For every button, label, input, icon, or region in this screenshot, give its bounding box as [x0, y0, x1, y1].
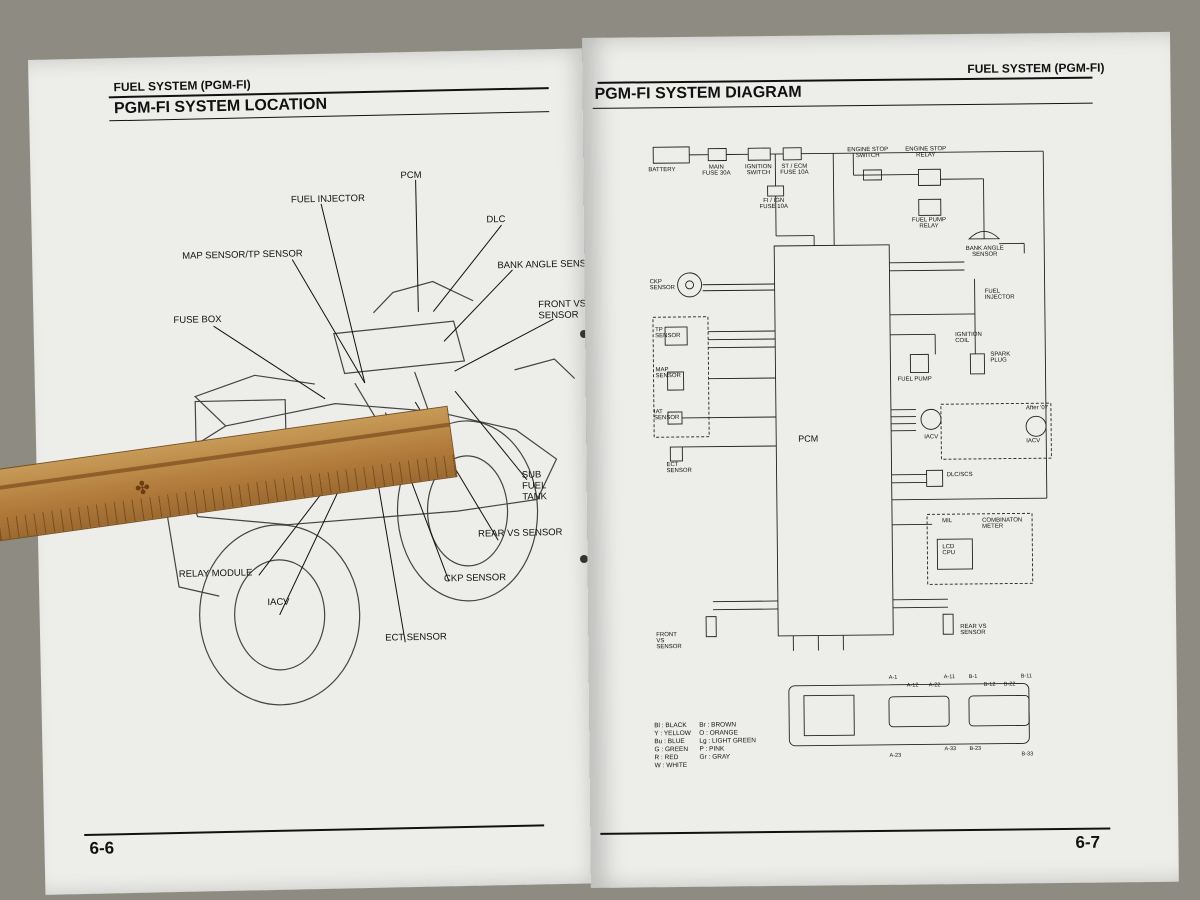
label-spark-plug: SPARK PLUG — [990, 351, 1011, 364]
ruler-logo-icon: ✤ — [133, 476, 152, 499]
page-number: 6-7 — [1075, 832, 1101, 852]
binding-hole — [580, 555, 588, 563]
pin-a1: A-1 — [888, 674, 898, 681]
label-iat-sensor: IAT SENSOR — [653, 409, 680, 422]
pin-b12: B-12 — [983, 681, 996, 688]
callout-ect-sensor: ECT SENSOR — [385, 631, 447, 644]
pin-a33: A-33 — [944, 746, 957, 753]
pin-a12: A-12 — [906, 682, 919, 689]
wiring-diagram: PCM — [652, 146, 1052, 747]
callout-fuel-injector: FUEL INJECTOR — [290, 192, 365, 206]
callout-front-vs-sensor: FRONT VS SENSOR — [538, 298, 587, 322]
label-rear-vs-sensor: REAR VS SENSOR — [960, 623, 987, 637]
callout-pcm: PCM — [400, 169, 422, 182]
page-number: 6-6 — [89, 838, 115, 858]
label-bank-angle-sensor: BANK ANGLE SENSOR — [965, 245, 1004, 258]
label-front-vs-sensor: FRONT VS SENSOR — [656, 632, 682, 651]
binding-hole — [580, 330, 588, 338]
right-page: FUEL SYSTEM (PGM-FI) PGM-FI SYSTEM DIAGR… — [582, 31, 1179, 888]
legend-row: W : WHITE — [654, 761, 688, 770]
label-st-ecm-fuse: ST / ECM FUSE 10A — [780, 163, 809, 176]
pin-b11: B-11 — [1020, 673, 1032, 680]
label-fuel-injector: FUEL INJECTOR — [984, 288, 1015, 301]
callout-ckp-sensor: CKP SENSOR — [443, 572, 507, 585]
pcm-label: PCM — [798, 434, 818, 444]
label-lcd-cpu: LCD CPU — [942, 544, 956, 557]
label-iacv-after: After '07 — [1025, 405, 1049, 412]
label-dlc-scs: DLC/SCS — [946, 471, 973, 479]
pin-a22: A-22 — [928, 682, 941, 689]
label-fi-ign-fuse: FI / IGN FUSE 10A — [759, 197, 788, 211]
pin-b33: B-33 — [1021, 751, 1034, 758]
callout-iacv: IACV — [267, 596, 290, 609]
label-fuel-pump: FUEL PUMP — [897, 376, 932, 383]
label-ignition-coil: IGNITION COIL — [955, 331, 982, 345]
pin-a11: A-11 — [943, 674, 955, 681]
label-ignition-switch: IGNITION SWITCH — [744, 164, 772, 177]
label-ect-sensor: ECT SENSOR — [666, 462, 692, 475]
callout-sub-fuel-tank: SUB FUEL TANK — [521, 469, 548, 503]
label-tp-sensor: TP SENSOR — [655, 327, 681, 340]
label-map-sensor: MAP SENSOR — [655, 367, 681, 380]
callout-fuse-box: FUSE BOX — [173, 314, 222, 327]
label-engine-stop-switch: ENGINE STOP SWITCH — [847, 146, 889, 160]
label-fuel-pump-relay: FUEL PUMP RELAY — [911, 217, 947, 230]
label-engine-stop-relay: ENGINE STOP RELAY — [905, 146, 947, 159]
callout-rear-vs-sensor: REAR VS SENSOR — [477, 526, 563, 540]
label-iacv: IACV — [924, 434, 939, 441]
label-iacv-2: IACV — [1026, 438, 1041, 445]
label-mil: MIL — [942, 518, 953, 525]
label-main-fuse: MAIN FUSE 30A — [702, 164, 731, 177]
pin-b1: B-1 — [968, 673, 978, 680]
callout-dlc: DLC — [486, 214, 506, 226]
label-ckp-sensor: CKP SENSOR — [649, 279, 675, 292]
label-battery: BATTERY — [648, 167, 676, 174]
pin-b22: B-22 — [1003, 681, 1016, 688]
label-combination-meter: COMBINATON METER — [982, 517, 1023, 530]
pin-a23: A-23 — [889, 752, 902, 759]
pin-b23: B-23 — [969, 745, 982, 752]
callout-relay-module: RELAY MODULE — [178, 567, 253, 580]
